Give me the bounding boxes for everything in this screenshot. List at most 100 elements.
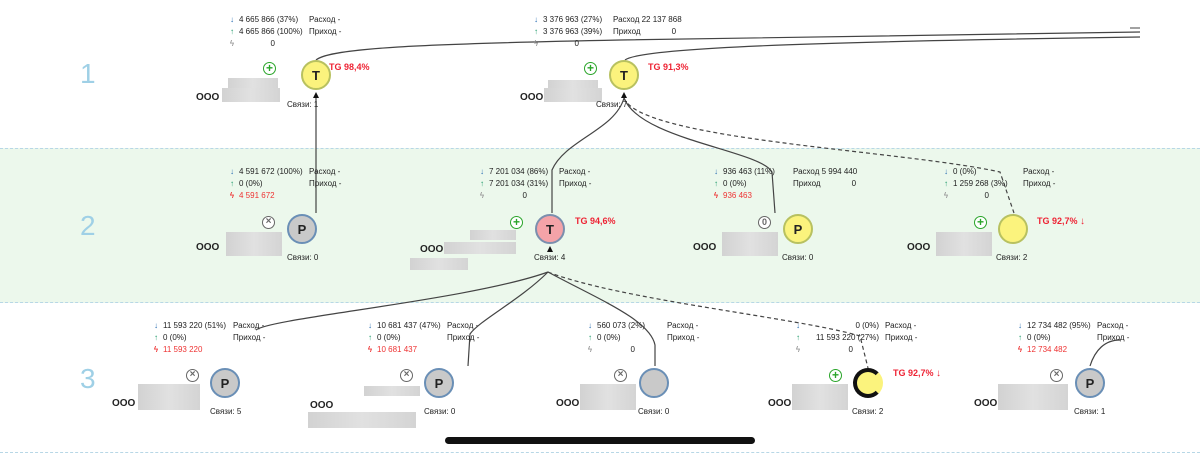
redacted-name bbox=[544, 88, 602, 102]
lightning-icon: ϟ bbox=[943, 191, 949, 200]
edge-n11-right bbox=[1089, 339, 1121, 367]
arrow-up-icon: ↑ bbox=[534, 27, 538, 36]
arrow-down-icon: ↓ bbox=[230, 15, 234, 24]
lightning-icon: ϟ bbox=[713, 191, 719, 200]
redacted-name bbox=[228, 78, 278, 88]
zero-icon[interactable]: 0 bbox=[758, 216, 771, 229]
links-node-9: Связи: 0 bbox=[638, 407, 670, 416]
stats-node-1: ↓4 665 866 (37%)Расход - ↑4 665 866 (100… bbox=[229, 15, 342, 48]
row-3-bottom-border bbox=[0, 452, 1200, 453]
redacted-name bbox=[548, 80, 598, 90]
edge-n4-n9 bbox=[547, 271, 656, 366]
edge-n2-n5 bbox=[623, 97, 776, 214]
add-icon[interactable]: + bbox=[510, 216, 523, 229]
node-11[interactable]: P bbox=[1075, 368, 1105, 398]
company-prefix: ООО bbox=[768, 398, 792, 409]
edge-n2-n6-dashed bbox=[623, 97, 1015, 214]
edge-n4-n8 bbox=[467, 271, 549, 367]
redacted-name bbox=[580, 384, 636, 410]
tg-label-node-4: TG 94,6% bbox=[575, 216, 616, 226]
node-8[interactable]: P bbox=[424, 368, 454, 398]
remove-icon[interactable]: × bbox=[400, 369, 413, 382]
remove-icon[interactable]: × bbox=[186, 369, 199, 382]
lightning-icon: ϟ bbox=[795, 345, 801, 354]
arrow-down-icon: ↓ bbox=[588, 321, 592, 330]
company-prefix: ООО bbox=[974, 398, 998, 409]
redacted-name bbox=[364, 386, 420, 396]
links-node-11: Связи: 1 bbox=[1074, 407, 1106, 416]
add-icon[interactable]: + bbox=[584, 62, 597, 75]
lightning-icon: ϟ bbox=[229, 39, 235, 48]
node-5[interactable]: P bbox=[783, 214, 813, 244]
tg-label-node-2: TG 91,3% bbox=[648, 62, 689, 72]
company-prefix: ООО bbox=[112, 398, 136, 409]
lightning-icon: ϟ bbox=[229, 191, 235, 200]
remove-icon[interactable]: × bbox=[614, 369, 627, 382]
lightning-icon: ϟ bbox=[533, 39, 539, 48]
node-3[interactable]: P bbox=[287, 214, 317, 244]
arrow-down-icon: ↓ bbox=[154, 321, 158, 330]
redacted-name bbox=[226, 232, 282, 256]
add-icon[interactable]: + bbox=[974, 216, 987, 229]
links-node-5: Связи: 0 bbox=[782, 253, 814, 262]
redacted-name bbox=[470, 230, 516, 240]
node-6[interactable] bbox=[998, 214, 1028, 244]
arrow-up-icon: ↑ bbox=[230, 27, 234, 36]
arrow-up-icon: ↑ bbox=[154, 333, 158, 342]
arrow-up-icon: ↑ bbox=[714, 179, 718, 188]
node-7[interactable]: P bbox=[210, 368, 240, 398]
lightning-icon: ϟ bbox=[367, 345, 373, 354]
arrow-up-icon: ↑ bbox=[368, 333, 372, 342]
links-node-3: Связи: 0 bbox=[287, 253, 319, 262]
edge-n4-n7 bbox=[255, 271, 549, 331]
stats-node-11: ↓12 734 482 (95%)Расход - ↑0 (0%)Приход … bbox=[1017, 321, 1130, 354]
arrow-up-icon: ↑ bbox=[480, 179, 484, 188]
arrow-up-icon: ↑ bbox=[944, 179, 948, 188]
links-node-10: Связи: 2 bbox=[852, 407, 884, 416]
node-4[interactable]: T bbox=[535, 214, 565, 244]
company-prefix: ООО bbox=[310, 400, 334, 411]
lightning-icon: ϟ bbox=[587, 345, 593, 354]
arrow-down-icon: ↓ bbox=[368, 321, 372, 330]
redacted-name bbox=[792, 384, 848, 410]
tg-label-node-1: TG 98,4% bbox=[329, 62, 370, 72]
row-label-1: 1 bbox=[80, 58, 96, 89]
add-icon[interactable]: + bbox=[263, 62, 276, 75]
tg-label-node-6: TG 92,7% ↓ bbox=[1037, 216, 1086, 227]
stats-node-2: ↓3 376 963 (27%)Расход 22 137 868 ↑3 376… bbox=[533, 15, 682, 48]
node-1[interactable]: T bbox=[301, 60, 331, 90]
arrow-down-icon: ↓ bbox=[480, 167, 484, 176]
remove-icon[interactable]: × bbox=[262, 216, 275, 229]
lightning-icon: ϟ bbox=[479, 191, 485, 200]
edge-n4-n10-dashed bbox=[547, 271, 869, 369]
arrow-up-marker-icon bbox=[547, 246, 553, 252]
row-label-3: 3 bbox=[80, 363, 96, 394]
tg-label-node-10: TG 92,7% ↓ bbox=[893, 368, 942, 379]
edge-top-2 bbox=[624, 36, 1141, 61]
redacted-name bbox=[444, 242, 516, 254]
arrow-up-icon: ↑ bbox=[796, 333, 800, 342]
trend-down-icon: ↓ bbox=[936, 368, 942, 379]
links-node-2: Связи: 7 bbox=[596, 100, 628, 109]
home-indicator[interactable] bbox=[445, 437, 755, 444]
node-2[interactable]: T bbox=[609, 60, 639, 90]
arrow-down-icon: ↓ bbox=[534, 15, 538, 24]
company-prefix: ООО bbox=[907, 242, 931, 253]
company-prefix: ООО bbox=[520, 92, 544, 103]
node-9[interactable] bbox=[639, 368, 669, 398]
redacted-name bbox=[936, 232, 992, 256]
trend-down-icon: ↓ bbox=[1080, 216, 1086, 227]
edge-n2-n4 bbox=[551, 97, 625, 213]
remove-icon[interactable]: × bbox=[1050, 369, 1063, 382]
arrow-down-icon: ↓ bbox=[230, 167, 234, 176]
arrow-up-icon: ↑ bbox=[588, 333, 592, 342]
links-node-1: Связи: 1 bbox=[287, 100, 319, 109]
redacted-name bbox=[998, 384, 1068, 410]
arrow-down-icon: ↓ bbox=[1018, 321, 1022, 330]
add-icon[interactable]: + bbox=[829, 369, 842, 382]
node-10-loading-spinner[interactable] bbox=[853, 368, 883, 398]
stats-node-8: ↓10 681 437 (47%)Расход - ↑0 (0%)Приход … bbox=[367, 321, 480, 354]
redacted-name bbox=[308, 412, 416, 428]
